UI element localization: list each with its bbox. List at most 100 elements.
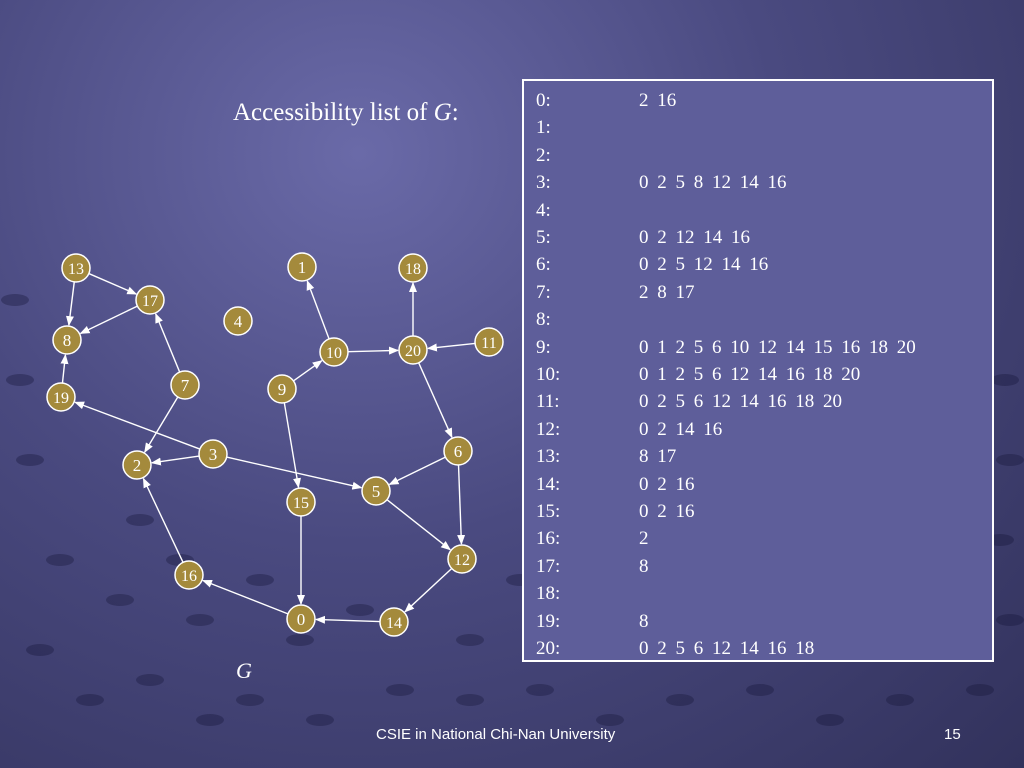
list-reachable: 8 [639,610,649,632]
node-label: 16 [181,568,197,585]
node-circle [443,436,473,466]
node-label: 5 [372,482,381,501]
list-reachable: 0 1 2 5 6 12 14 16 18 20 [639,364,861,385]
edge-0-to-16 [202,579,289,615]
list-vertex: 3: [536,172,551,194]
edge-13-to-17 [88,272,138,295]
background-dot [746,684,774,696]
background-dot [456,694,484,706]
list-vertex: 11: [536,391,560,413]
list-vertex: 5: [536,227,551,248]
edge-20-to-6 [418,362,453,439]
heading-graph-var: G [433,99,452,126]
background-dot [886,694,914,706]
graph-node-17: 17 [135,285,165,315]
node-label: 13 [68,261,84,278]
list-vertex: 8: [536,309,551,331]
background-dot [996,454,1024,466]
edge-3-to-5 [226,456,363,490]
node-circle [174,560,204,590]
background-dot [456,634,484,646]
list-vertex: 7: [536,281,551,303]
edge-19-to-8 [60,353,69,384]
list-reachable: 0 1 2 5 6 10 12 14 15 16 18 20 [639,336,916,358]
list-reachable: 0 2 14 16 [639,418,723,440]
list-reachable: 0 2 5 12 14 16 [639,254,769,276]
background-dot [346,604,374,616]
graph-node-9: 9 [267,374,297,404]
node-circle [52,325,82,355]
list-vertex: 0: [536,90,551,111]
background-dot [816,714,844,726]
graph-node-11: 11 [474,327,504,357]
background-dot [136,674,164,686]
heading-prefix: Accessibility list of [233,99,434,126]
node-label: 7 [181,376,190,395]
list-vertex: 10: [536,364,561,385]
edge-3-to-19 [74,401,201,450]
graph-node-19: 19 [46,382,76,412]
node-circle [61,253,91,283]
node-label: 4 [234,312,243,331]
node-label: 18 [405,261,421,278]
graph-node-2: 2 [122,450,152,480]
list-vertex: 18: [536,583,561,605]
node-circle [286,487,316,517]
list-reachable: 8 17 [639,446,677,468]
background-dot [386,684,414,696]
heading-suffix: : [451,99,459,126]
edge-10-to-1 [306,280,330,340]
graph-node-4: 4 [223,306,253,336]
node-circle [474,327,504,357]
list-vertex: 13: [536,446,561,468]
background-dot [76,694,104,706]
edge-14-to-0 [314,615,381,624]
list-vertex: 16: [536,528,561,550]
edge-5-to-12 [386,499,452,551]
node-circle [198,439,228,469]
edge-13-to-8 [66,281,75,327]
page-number: 15 [944,726,961,743]
node-label: 15 [293,495,309,512]
graph-node-1: 1 [287,252,317,282]
graph-node-8: 8 [52,325,82,355]
background-dot [106,594,134,606]
node-label: 1 [298,258,307,277]
edge-16-to-2 [142,477,184,563]
background-dot [16,454,44,466]
background-dot [6,374,34,386]
node-label: 11 [481,335,496,352]
list-reachable: 8 [639,555,649,577]
list-vertex: 1: [536,117,551,139]
list-reachable: 0 2 5 6 12 14 16 18 20 [639,391,842,413]
graph-node-15: 15 [286,487,316,517]
list-vertex: 9: [536,336,551,358]
node-circle [223,306,253,336]
edge-11-to-20 [426,342,476,352]
graph-node-7: 7 [170,370,200,400]
node-circle [319,337,349,367]
edge-10-to-20 [347,346,400,355]
graph-node-6: 6 [443,436,473,466]
graph-node-20: 20 [398,335,428,365]
edge-6-to-12 [457,464,466,546]
node-label: 20 [405,343,421,360]
list-reachable: 2 8 17 [639,281,695,303]
node-circle [287,252,317,282]
graph-node-16: 16 [174,560,204,590]
node-circle [122,450,152,480]
background-dot [186,614,214,626]
list-vertex: 19: [536,610,561,632]
background-dot [996,614,1024,626]
node-circle [361,476,391,506]
background-dot [46,554,74,566]
node-circle [46,382,76,412]
background-dot [666,694,694,706]
list-reachable: 0 2 5 6 12 14 16 18 [639,638,815,659]
node-label: 10 [326,345,342,362]
list-vertex: 4: [536,199,551,221]
edge-7-to-17 [155,312,181,373]
node-circle [379,607,409,637]
list-reachable: 0 2 5 8 12 14 16 [639,172,787,194]
